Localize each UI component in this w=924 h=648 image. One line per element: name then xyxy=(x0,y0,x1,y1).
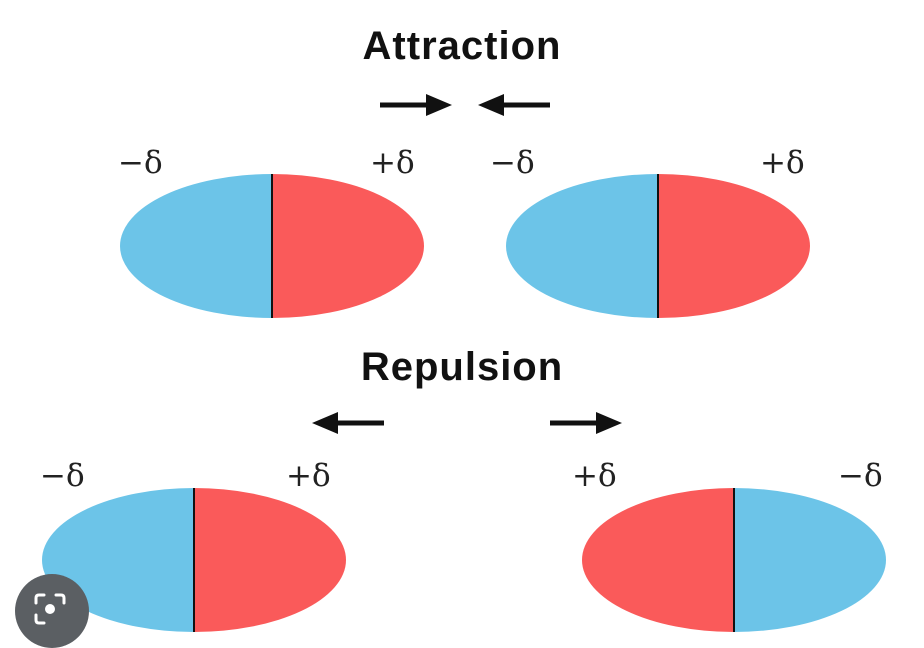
repulsion-right-positive-label: +δ xyxy=(572,458,617,494)
arrow-left-icon xyxy=(312,412,384,434)
image-search-button[interactable] xyxy=(15,574,89,648)
arrow-right-icon xyxy=(380,94,452,116)
attraction-right-positive-label: +δ xyxy=(760,145,805,181)
attraction-title: Attraction xyxy=(362,24,562,68)
arrow-right-icon xyxy=(550,412,622,434)
attraction-left-negative-label: −δ xyxy=(118,145,163,181)
attraction-right-dipole xyxy=(506,174,810,318)
repulsion-left-positive-label: +δ xyxy=(286,458,331,494)
repulsion-right-negative-label: −δ xyxy=(838,458,883,494)
attraction-right-negative-label: −δ xyxy=(490,145,535,181)
attraction-left-dipole xyxy=(120,174,424,318)
repulsion-title: Repulsion xyxy=(360,345,564,389)
repulsion-right-dipole xyxy=(582,488,886,632)
repulsion-left-negative-label: −δ xyxy=(40,458,85,494)
image-search-icon xyxy=(34,593,66,625)
arrow-left-icon xyxy=(478,94,550,116)
attraction-left-positive-label: +δ xyxy=(370,145,415,181)
